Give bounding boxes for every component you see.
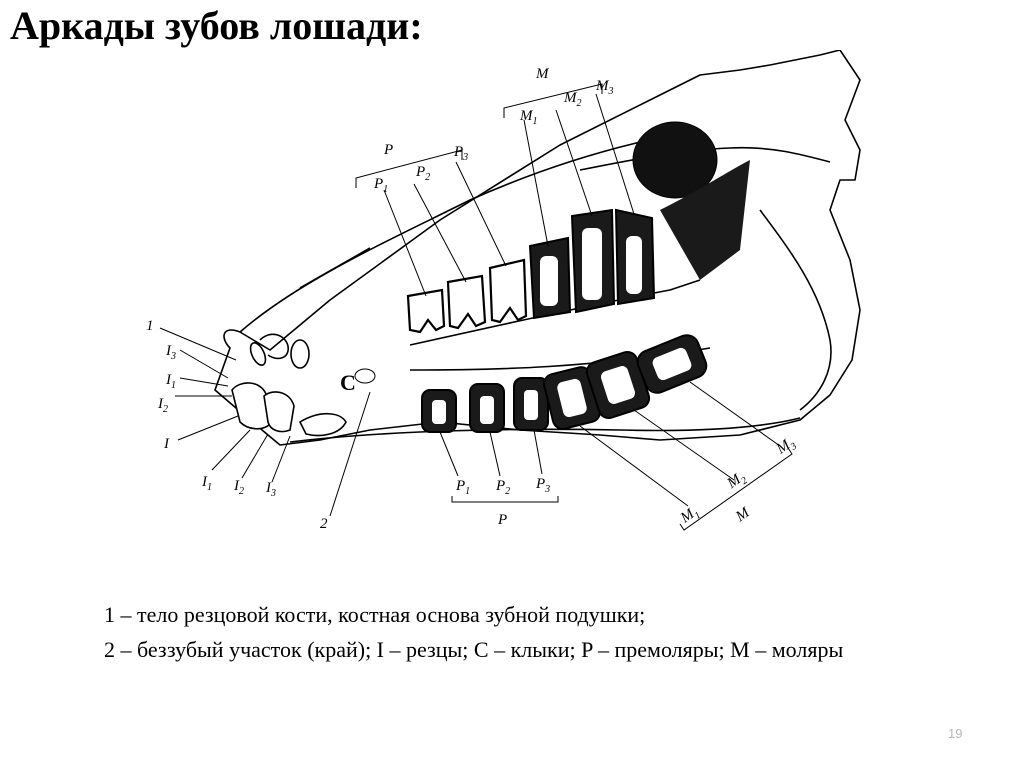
label-m3-upper: M3: [595, 78, 614, 97]
label-m-lower: M: [732, 504, 753, 526]
label-i2-lower: I2: [233, 478, 244, 497]
label-p-upper: P: [383, 142, 393, 158]
mandible-border: [289, 417, 801, 443]
label-m1-upper: M1: [519, 108, 538, 127]
caption-line-1: 1 – тело резцовой кости, костная основа …: [104, 602, 646, 627]
label-i: I: [163, 436, 170, 452]
label-i2-upper: I2: [157, 396, 168, 415]
label-p-lower: P: [497, 512, 507, 528]
label-p1-lower: P1: [455, 478, 470, 497]
slide-title: Аркады зубов лошади:: [10, 3, 423, 48]
upper-premolar-2: [446, 274, 487, 330]
page-number: 19: [948, 726, 963, 741]
label-p1-upper: P1: [373, 176, 388, 195]
canine: [354, 368, 376, 384]
label-i1-lower: I1: [201, 474, 212, 493]
label-2: 2: [320, 516, 328, 532]
label-1: 1: [146, 318, 154, 334]
horse-skull-diagram: 1 I3 I1 I2 I I1 I2 I3 C 2 P P1 P2 P3 M M…: [140, 50, 880, 550]
label-p3-lower: P3: [535, 476, 550, 495]
label-c: C: [340, 370, 356, 395]
caption-line-2: 2 – беззубый участок (край); I – резцы; …: [104, 637, 844, 662]
upper-premolar-3: [488, 258, 528, 324]
label-m-upper: M: [535, 66, 550, 82]
label-p2-upper: P2: [415, 164, 430, 183]
label-p3-upper: P3: [453, 144, 468, 163]
label-m3-lower: M3: [773, 434, 799, 460]
label-i1-upper: I1: [165, 372, 176, 391]
label-i3-lower: I3: [265, 480, 276, 499]
orbit: [632, 121, 718, 199]
label-p2-lower: P2: [495, 478, 510, 497]
label-m2-lower: M2: [724, 469, 750, 495]
label-i3-upper: I3: [165, 343, 176, 362]
label-m2-upper: M2: [563, 90, 582, 109]
figure-caption: 1 – тело резцовой кости, костная основа …: [104, 600, 904, 670]
upper-premolar-1: [406, 288, 446, 334]
